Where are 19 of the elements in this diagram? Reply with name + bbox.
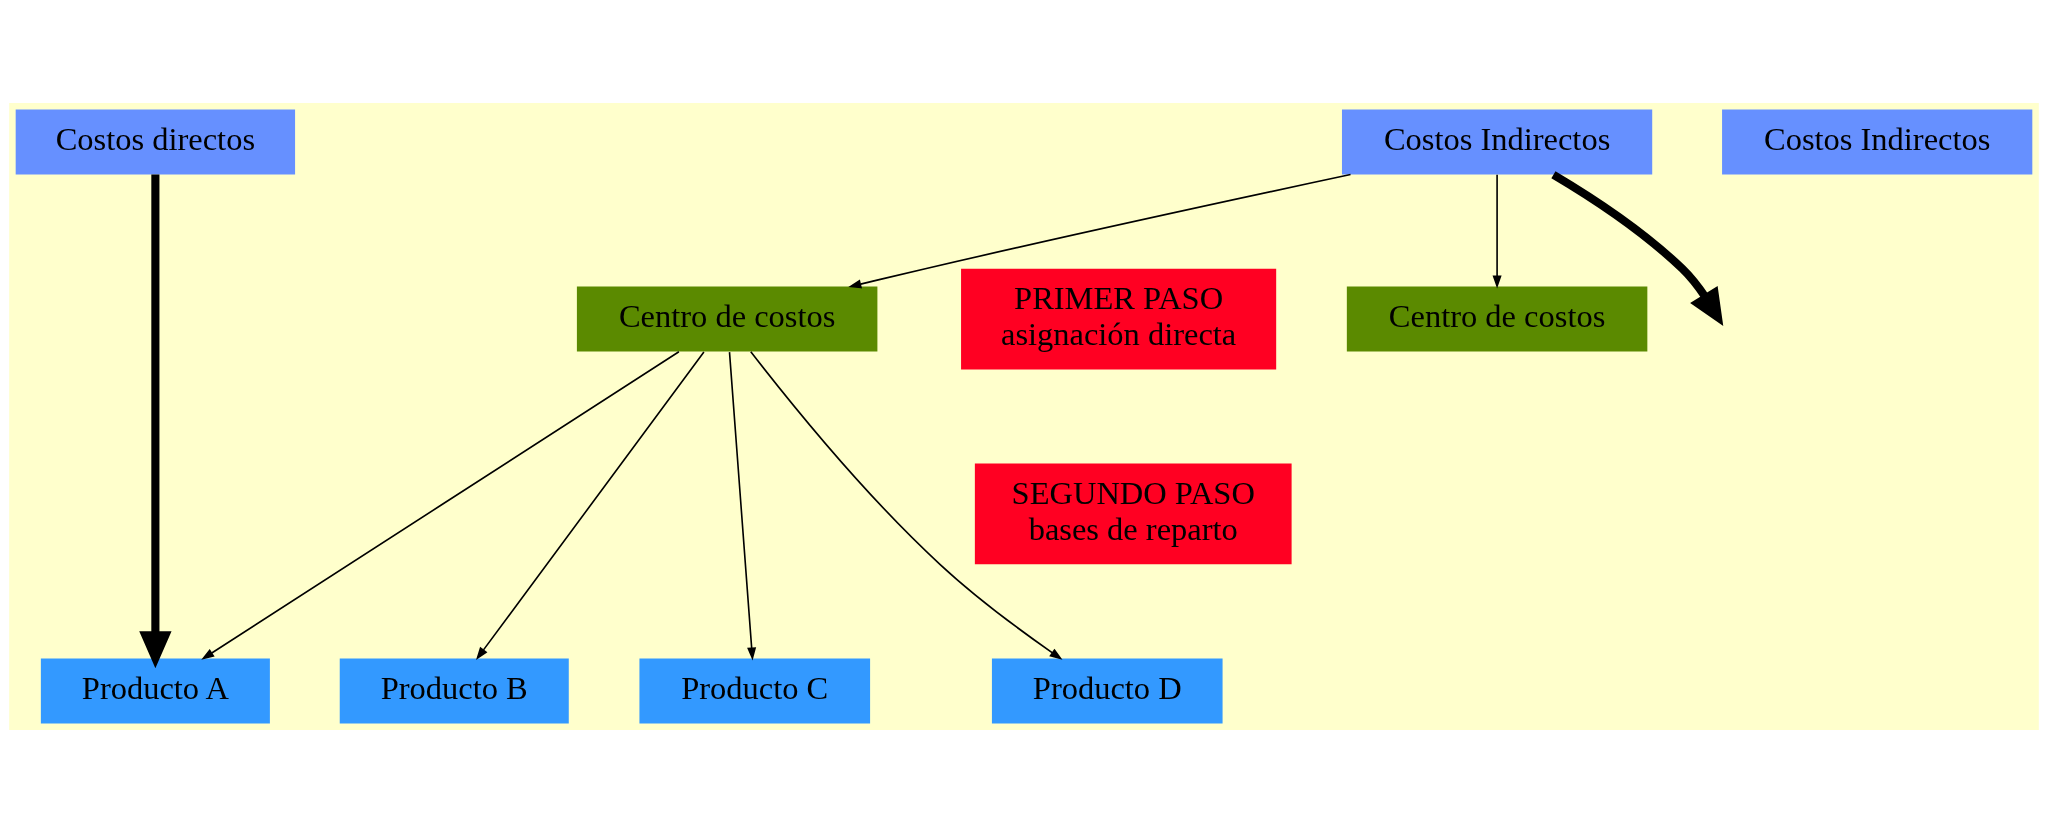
arrow xyxy=(139,174,172,669)
node-box: Costos directos xyxy=(15,109,296,175)
node-box: Costos Indirectos xyxy=(1341,109,1653,175)
node-box: Costos Indirectos xyxy=(1722,109,2033,175)
arrow xyxy=(1492,173,1502,289)
arrow xyxy=(1551,171,1724,326)
node-box: PRIMER PASO asignación directa xyxy=(961,268,1277,370)
node-box: Producto C xyxy=(639,658,871,724)
arrow xyxy=(750,350,1063,660)
node-box: SEGUNDO PASO bases de reparto xyxy=(974,463,1292,565)
arrow xyxy=(728,351,757,661)
node-box: Producto A xyxy=(40,658,270,724)
arrow xyxy=(476,351,705,660)
node-box: Centro de costos xyxy=(576,286,878,352)
arrow xyxy=(848,173,1352,289)
node-box: Producto B xyxy=(339,658,569,724)
arrow xyxy=(201,351,680,660)
node-box: Producto D xyxy=(991,658,1223,724)
node-box: Centro de costos xyxy=(1346,286,1648,352)
